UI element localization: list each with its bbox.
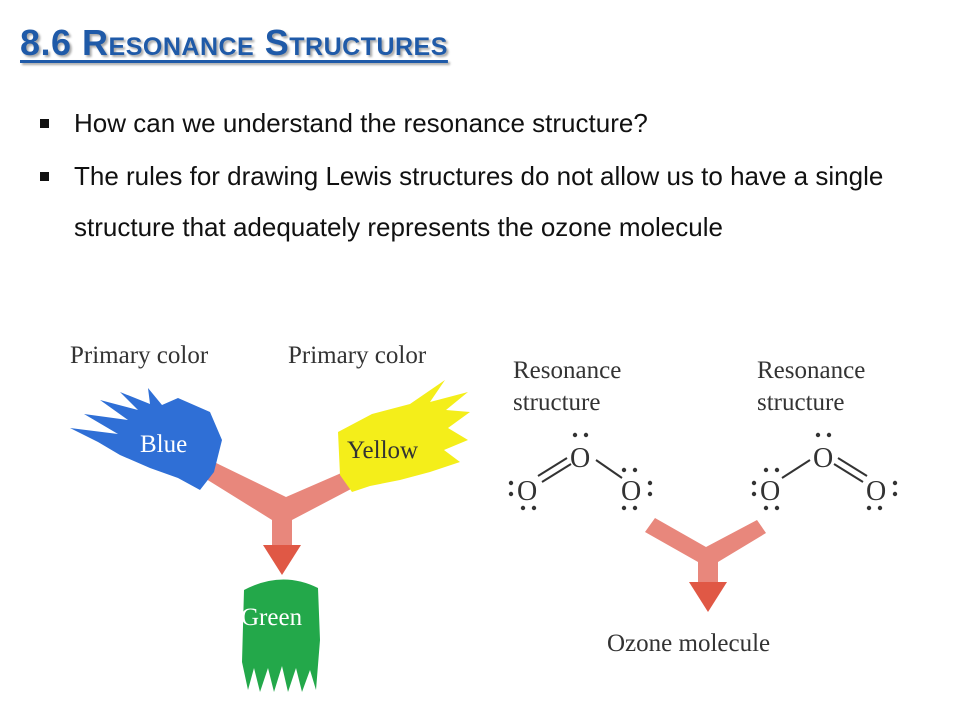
yellow-blob-label: Yellow [347, 437, 418, 464]
mixing-arrow-icon [198, 460, 372, 575]
oxygen-atom-center: O [813, 443, 833, 474]
oxygen-atom-left: O [760, 476, 780, 507]
bullet-item: The rules for drawing Lewis structures d… [40, 151, 900, 253]
oxygen-atom-left: O [517, 476, 537, 507]
resonance-label-left-line2: structure [513, 389, 600, 416]
yellow-blob [338, 380, 470, 492]
oxygen-atom-right: O [866, 476, 886, 507]
oxygen-atom-center: O [570, 443, 590, 474]
primary-color-label-right: Primary color [288, 342, 427, 369]
slide-title: 8.6 Resonance Structures [20, 22, 448, 63]
green-blob-label: Green [241, 604, 303, 631]
bullet-item: How can we understand the resonance stru… [40, 98, 900, 149]
bullet-list: How can we understand the resonance stru… [40, 98, 900, 255]
blue-blob-label: Blue [140, 431, 187, 458]
square-bullet-icon [40, 172, 49, 181]
green-blob [242, 579, 320, 692]
primary-color-label-left: Primary color [70, 342, 209, 369]
resonance-label-right-line2: structure [757, 389, 844, 416]
ozone-resonance-figure: Resonance structure Resonance structure … [508, 357, 898, 657]
ozone-molecule-label: Ozone molecule [607, 630, 770, 657]
bullet-text: How can we understand the resonance stru… [74, 108, 648, 138]
resonance-label-right-line1: Resonance [757, 357, 865, 384]
ozone-structure-left: O O O [508, 432, 653, 511]
combining-arrow-icon [645, 518, 766, 612]
ozone-structure-right: O O O [751, 432, 898, 511]
resonance-label-left-line1: Resonance [513, 357, 621, 384]
bullet-text: The rules for drawing Lewis structures d… [74, 161, 884, 242]
color-analogy-figure: Primary color Primary color Blue Yellow … [70, 342, 470, 692]
oxygen-atom-right: O [621, 476, 641, 507]
blue-blob [70, 388, 222, 490]
square-bullet-icon [40, 119, 49, 128]
